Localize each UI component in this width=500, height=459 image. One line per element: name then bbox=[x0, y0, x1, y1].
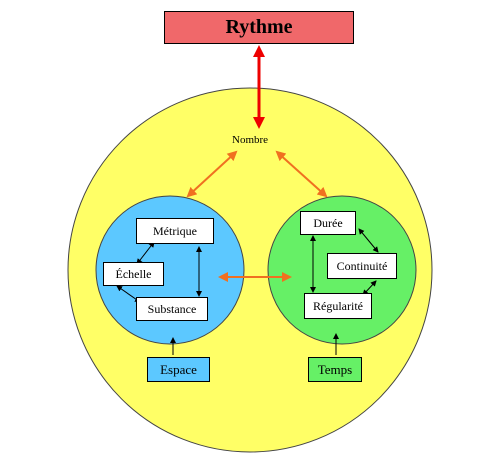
node-continuite: Continuité bbox=[327, 253, 397, 279]
base-espace: Espace bbox=[147, 357, 210, 382]
nombre-left-arrow bbox=[186, 150, 238, 198]
node-regularite: Régularité bbox=[304, 293, 372, 319]
node-echelle: Échelle bbox=[103, 262, 164, 286]
node-duree: Durée bbox=[300, 211, 356, 235]
base-temps: Temps bbox=[308, 357, 362, 382]
center-label: Nombre bbox=[232, 134, 269, 146]
continuite-regularite-arrow bbox=[362, 280, 377, 296]
title-label: Rythme bbox=[225, 16, 293, 38]
title-box: Rythme bbox=[164, 11, 354, 44]
duree-continuite-arrow bbox=[358, 228, 379, 253]
nombre-right-arrow bbox=[275, 150, 328, 198]
node-metrique: Métrique bbox=[136, 218, 214, 244]
node-substance: Substance bbox=[136, 297, 208, 321]
echelle-metrique-arrow bbox=[136, 241, 155, 265]
